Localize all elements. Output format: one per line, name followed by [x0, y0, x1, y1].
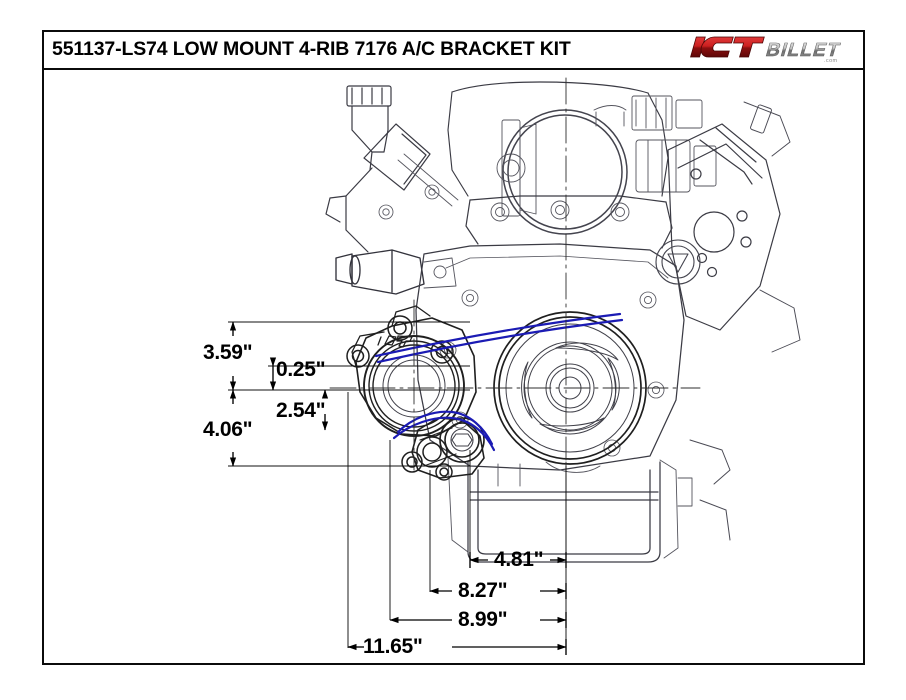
- page-title: 551137-LS74 LOW MOUNT 4-RIB 7176 A/C BRA…: [52, 38, 571, 60]
- title-block-separator: [44, 68, 863, 70]
- dimension-label-11-65: 11.65": [363, 635, 423, 658]
- dimension-label-0-25: 0.25": [276, 358, 326, 381]
- drawing-frame-border: [42, 30, 865, 665]
- dimension-label-3-59: 3.59": [203, 341, 253, 364]
- dimension-label-4-06: 4.06": [203, 418, 253, 441]
- dimension-label-4-81: 4.81": [494, 548, 544, 571]
- dimension-label-8-27: 8.27": [458, 579, 508, 602]
- dimension-label-2-54: 2.54": [276, 399, 326, 422]
- svg-text:BILLET: BILLET: [763, 39, 843, 61]
- svg-text:.com: .com: [824, 58, 838, 64]
- dimension-label-8-99: 8.99": [458, 608, 508, 631]
- ict-billet-logo: BILLET .com: [678, 31, 850, 65]
